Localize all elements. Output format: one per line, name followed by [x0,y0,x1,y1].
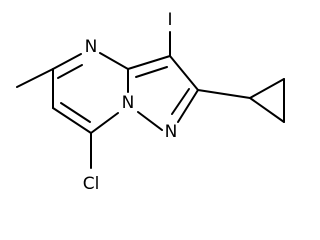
bond-c3a-c3 [127,55,171,70]
bond-n-right-n-bridge [137,111,163,131]
bond-c7-c6 [52,107,92,134]
bond-c2-n-right-inner [171,88,190,115]
bond-n-bridge-c7 [90,112,119,134]
atom-chlorine: Cl [83,174,100,194]
bond-lines [16,31,285,169]
atom-nitrogen-bridge: N [122,93,135,113]
atom-nitrogen-right: N [165,122,178,142]
bond-c5-n4-inner [57,64,83,79]
bond-n4-c3a [99,52,129,70]
atom-nitrogen-top: N [85,37,98,57]
molecule-structure: I N N N Cl [16,10,285,194]
bond-c3-c2 [169,55,199,91]
bond-methyl [16,68,54,88]
bond-c5-n4 [52,53,82,70]
bond-cyclopropyl-c [249,97,285,123]
bond-c2-cyclopropyl [197,89,251,99]
bond-c7-c6-inner [60,102,91,123]
atom-iodine: I [167,10,172,30]
bond-cyclopropyl-a [249,78,285,99]
bond-c3a-c3-inner [135,66,168,78]
bond-c2-n-right [177,89,199,123]
